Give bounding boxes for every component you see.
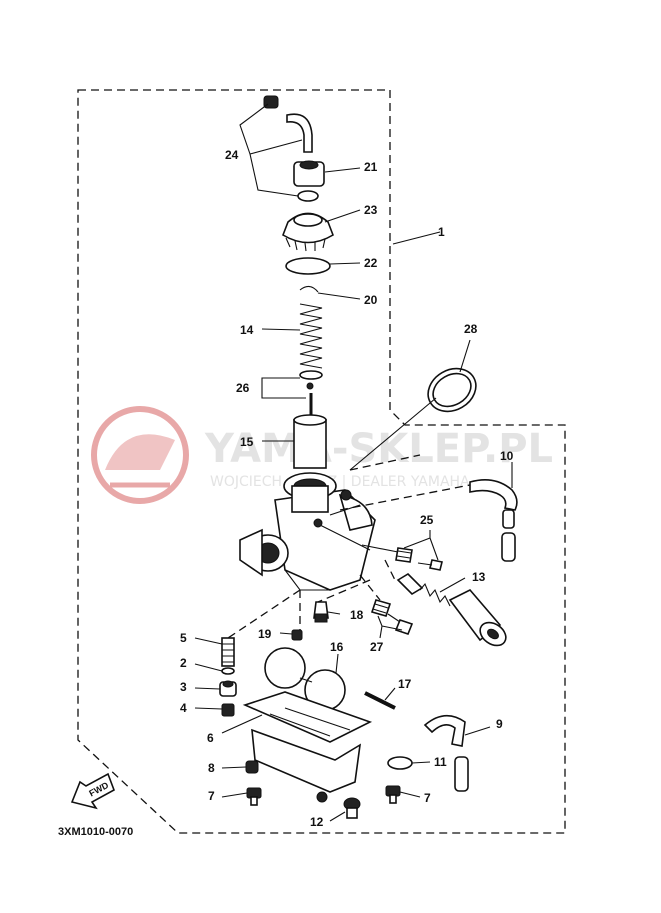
label-24: 24 [225,148,239,162]
label-26: 26 [236,381,250,395]
label-7-right: 7 [424,791,431,805]
watermark-logo [91,406,189,504]
part-26-needle-set [299,370,323,420]
label-27: 27 [370,640,384,654]
label-18: 18 [350,608,364,622]
part-28-ring [427,367,477,413]
fwd-arrow-icon: FWD [70,772,115,810]
label-10: 10 [500,449,514,463]
label-20: 20 [364,293,378,307]
part-19-plug [291,629,303,641]
part-12-screw [343,797,361,819]
leader-lines [194,103,513,822]
label-2: 2 [180,656,187,670]
label-14: 14 [240,323,254,337]
label-3: 3 [180,680,187,694]
part-3-jet-holder [219,680,237,697]
label-13: 13 [472,570,486,584]
label-15: 15 [240,435,254,449]
part-16-float [264,647,346,711]
part-22-gasket [285,257,331,275]
label-4: 4 [180,701,187,715]
label-28: 28 [464,322,478,336]
part-21-cap-nut [293,160,325,187]
label-6: 6 [207,731,214,745]
part-17-float-pin [364,691,396,710]
part-15-throttle-valve [293,414,327,469]
part-5-needle-jet [221,637,235,667]
part-18-pilot-jet [313,601,329,623]
part-9-hose [423,714,469,792]
part-11-clamp [387,756,413,770]
label-23: 23 [364,203,378,217]
label-1: 1 [438,225,445,239]
label-25: 25 [420,513,434,527]
part-1-carburetor-body [239,472,376,591]
label-9: 9 [496,717,503,731]
part-25-screw-set [395,547,443,571]
part-13-starter-plunger [396,572,507,647]
part-2-o-ring [221,667,235,675]
label-16: 16 [330,640,344,654]
part-27-pilot-screw [370,599,414,635]
part-7-screw-right [385,785,401,804]
part-14-spring [299,303,323,369]
part-8-drain-screw [245,760,259,774]
part-4-main-jet [221,703,235,717]
part-20-clip [299,285,319,293]
label-7-left: 7 [208,789,215,803]
label-12: 12 [310,815,324,829]
watermark-subtitle: WOJCIECH ...WICZ | DEALER YAMAHA [210,474,470,490]
part-24-elbow-fitting [263,95,319,202]
label-21: 21 [364,160,378,174]
label-22: 22 [364,256,378,270]
drawing-code: 3XM1010-0070 [58,826,133,838]
label-17: 17 [398,677,412,691]
label-11: 11 [434,755,447,769]
part-23-top-cap [282,212,334,252]
part-7-screw-left [246,787,262,806]
label-19: 19 [258,627,272,641]
part-labels: 1 2 3 4 5 6 7 8 9 10 11 12 13 14 15 16 1… [180,148,514,829]
label-8: 8 [208,761,215,775]
part-6-float-bowl [242,691,373,803]
assembly-boundary [77,89,566,834]
part-10-hose [469,479,518,562]
label-5: 5 [180,631,187,645]
